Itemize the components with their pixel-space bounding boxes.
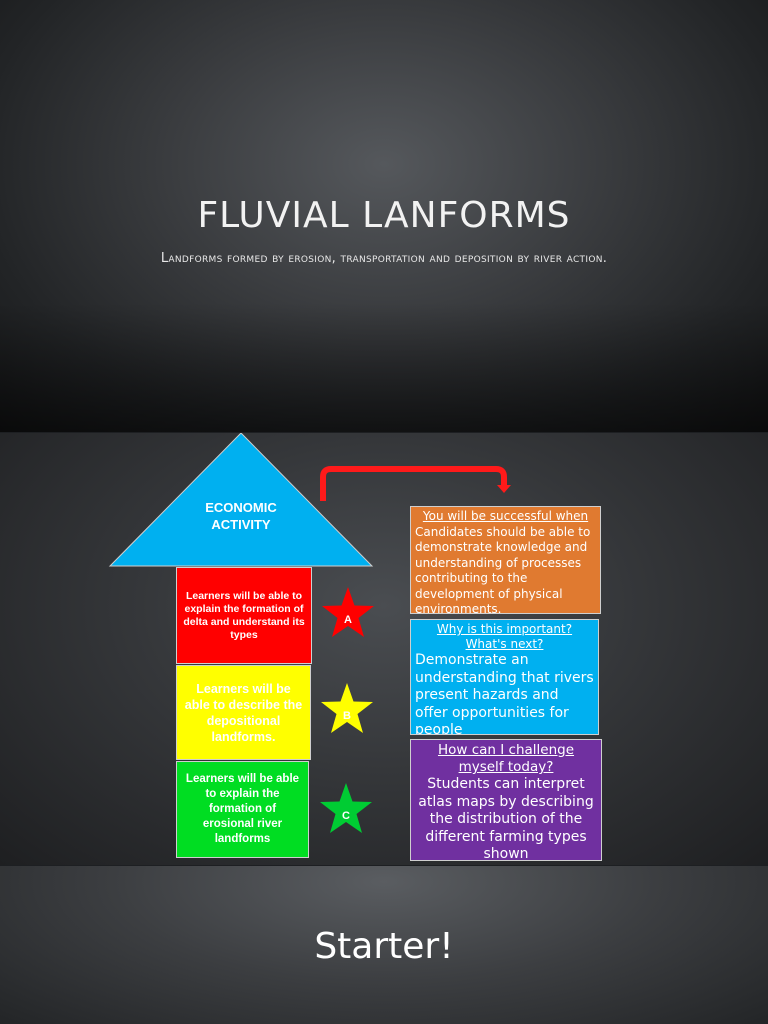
- importance-body: Demonstrate an understanding that rivers…: [415, 652, 594, 735]
- objectives-slide: A B C ECONOMIC ACTIVITY Learners will be…: [0, 433, 768, 865]
- level-c-text: Learners will be able to explain the for…: [185, 773, 300, 845]
- starter-title: Starter!: [314, 926, 454, 967]
- level-b-text: Learners will be able to describe the de…: [184, 681, 303, 744]
- level-b-box: Learners will be able to describe the de…: [176, 665, 311, 760]
- arrow-head-triangle: [108, 433, 374, 567]
- connector-arrowhead-icon: [497, 485, 511, 493]
- slide-subtitle: Landforms formed by erosion, transportat…: [160, 251, 608, 266]
- star-a-label: A: [344, 614, 352, 626]
- star-c-label: C: [342, 810, 350, 822]
- star-b-icon: [321, 683, 373, 733]
- connector-arrow: [320, 466, 507, 501]
- importance-panel: Why is this important? What's next? Demo…: [410, 619, 599, 735]
- star-a-icon: [322, 587, 374, 637]
- star-b-label: B: [343, 710, 351, 722]
- arrow-label: ECONOMIC ACTIVITY: [205, 500, 277, 532]
- success-body: Candidates should be able to demonstrate…: [415, 524, 591, 614]
- objectives-graphics: A B C: [108, 433, 511, 833]
- challenge-panel: How can I challenge myself today? Studen…: [410, 739, 602, 861]
- success-heading: You will be successful when: [422, 509, 589, 523]
- title-slide: FLUVIAL LANFORMS Landforms formed by ero…: [0, 0, 768, 432]
- level-c-box: Learners will be able to explain the for…: [176, 761, 309, 858]
- level-a-box: Learners will be able to explain the for…: [176, 567, 312, 664]
- starter-slide: Starter!: [0, 866, 768, 1024]
- challenge-body: Students can interpret atlas maps by des…: [418, 776, 594, 861]
- challenge-heading: How can I challenge myself today?: [437, 742, 575, 775]
- level-a-text: Learners will be able to explain the for…: [183, 589, 305, 641]
- success-panel: You will be successful when Candidates s…: [410, 506, 601, 614]
- slide-title: FLUVIAL LANFORMS: [197, 195, 571, 236]
- importance-heading: Why is this important? What's next?: [436, 622, 573, 651]
- star-c-icon: [320, 783, 372, 833]
